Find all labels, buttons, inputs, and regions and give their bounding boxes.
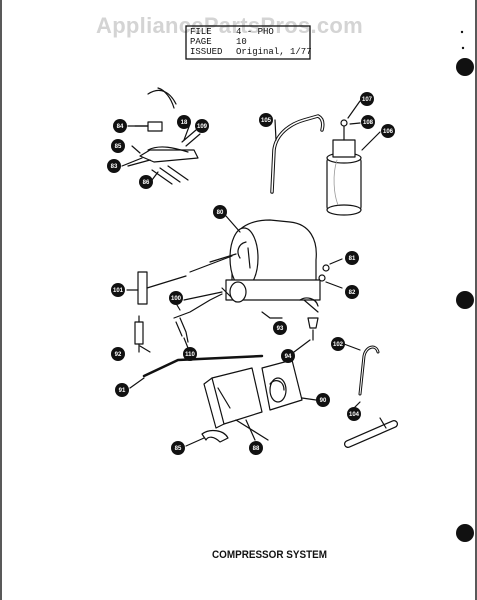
callout-18: 18	[181, 120, 188, 126]
discharge-tube	[270, 114, 325, 194]
callout-105: 105	[261, 118, 272, 124]
callout-94: 94	[285, 354, 292, 360]
callout-93: 93	[277, 326, 284, 332]
callout-110: 110	[185, 352, 195, 358]
callout-106: 106	[383, 129, 394, 135]
relay-cover	[211, 367, 263, 425]
callout-109: 109	[197, 124, 208, 130]
callout-108: 108	[363, 120, 374, 126]
header-file-label: FILE	[190, 27, 212, 37]
accumulator-cylinder	[326, 157, 362, 211]
callout-85-clip: 85	[175, 446, 182, 452]
callout-102: 102	[333, 342, 344, 348]
grommet	[307, 317, 319, 329]
callout-84: 84	[117, 124, 124, 130]
callout-88: 88	[253, 446, 260, 452]
overload-relay	[139, 149, 199, 163]
callout-92: 92	[115, 352, 122, 358]
callout-90: 90	[320, 398, 327, 404]
capillary-line	[142, 354, 264, 378]
harness-bundle	[147, 146, 189, 153]
callout-85: 85	[115, 144, 122, 150]
service-valve	[134, 321, 144, 345]
header-issued-value: Original, 1/77	[236, 47, 312, 57]
binder-hole	[456, 291, 474, 309]
callout-101: 101	[113, 288, 124, 294]
process-tube	[173, 293, 223, 319]
header-page-value: 10	[236, 37, 247, 47]
callout-100: 100	[171, 296, 182, 302]
header-file-value: 4 - PHO	[236, 27, 274, 37]
callout-91: 91	[119, 388, 126, 394]
terminal-cover	[137, 271, 148, 305]
callout-107: 107	[362, 97, 373, 103]
callout-markers	[107, 92, 395, 455]
callout-86: 86	[143, 180, 150, 186]
callout-83: 83	[111, 164, 118, 170]
callout-labels: 84 85 83 86 18 109 105 107 108 106 80 81…	[111, 97, 394, 452]
header-box	[185, 25, 311, 60]
header-issued-label: ISSUED	[190, 47, 223, 57]
terminal-block	[147, 121, 163, 132]
washer	[318, 274, 326, 282]
binder-hole	[456, 524, 474, 542]
callout-104: 104	[349, 412, 360, 418]
header-page-label: PAGE	[190, 37, 212, 47]
callout-81: 81	[349, 256, 356, 262]
callout-80: 80	[217, 210, 224, 216]
callout-82: 82	[349, 290, 356, 296]
diagram-caption: COMPRESSOR SYSTEM	[212, 549, 327, 561]
binder-hole	[456, 58, 474, 76]
spring-clip	[201, 429, 229, 443]
mounting-screw	[322, 264, 330, 272]
